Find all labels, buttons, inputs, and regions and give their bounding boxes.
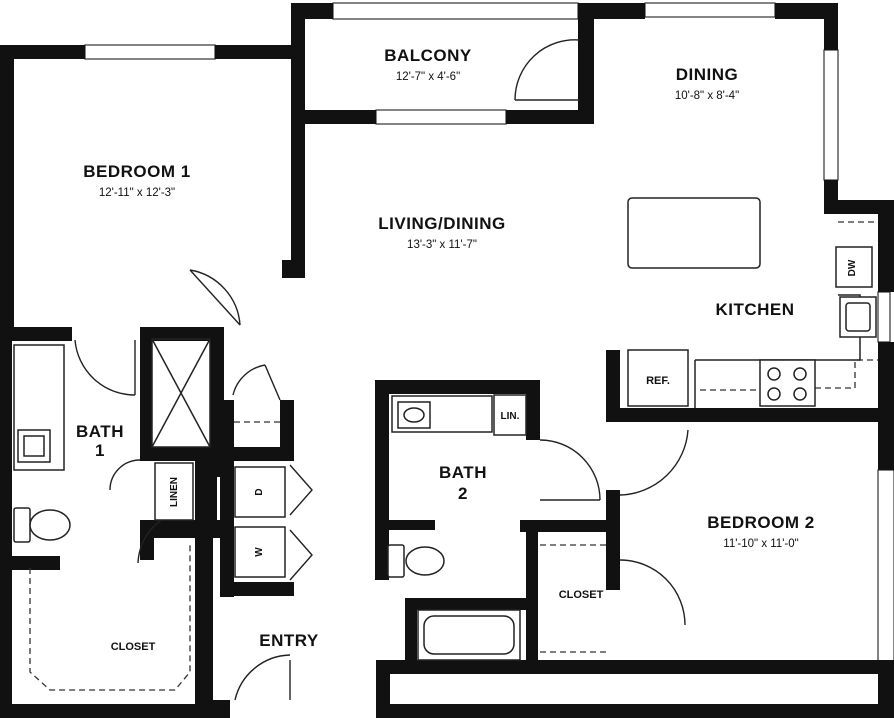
fixtures [13, 246, 877, 661]
doors [74, 39, 689, 701]
bedroom2-label: BEDROOM 2 [707, 513, 814, 532]
dryer-label: D [254, 488, 265, 495]
fixture-labels: REF. DW LINEN LIN. D W [169, 259, 858, 557]
ref-label: REF. [646, 375, 670, 387]
closet1-label: CLOSET [111, 641, 156, 653]
bath2-label-line2: 2 [458, 484, 468, 503]
living-label: LIVING/DINING [378, 214, 505, 233]
dining-dims: 10'-8" x 8'-4" [675, 90, 739, 102]
room-labels: BALCONY 12'-7" x 4'-6" DINING 10'-8" x 8… [76, 46, 814, 653]
fixture-lines [13, 197, 878, 691]
entry-label: ENTRY [259, 631, 319, 650]
bedroom1-label: BEDROOM 1 [83, 162, 190, 181]
closet2-label: CLOSET [559, 589, 604, 601]
balcony-label: BALCONY [384, 46, 472, 65]
linen1-label: LINEN [169, 477, 180, 507]
bedroom2-dims: 11'-10" x 11'-0" [723, 538, 798, 550]
bedroom1-dims: 12'-11" x 12'-3" [99, 187, 175, 199]
bath1-label-line1: BATH [76, 422, 124, 441]
dining-label: DINING [676, 65, 739, 84]
walls [0, 3, 894, 718]
balcony-dims: 12'-7" x 4'-6" [396, 71, 460, 83]
dw-label: DW [847, 259, 858, 276]
living-dims: 13'-3" x 11'-7" [407, 239, 477, 251]
linen2-label: LIN. [501, 411, 520, 422]
bath1-label-line2: 1 [95, 441, 105, 460]
kitchen-label: KITCHEN [715, 300, 794, 319]
bath2-label-line1: BATH [439, 463, 487, 482]
washer-label: W [254, 547, 265, 557]
